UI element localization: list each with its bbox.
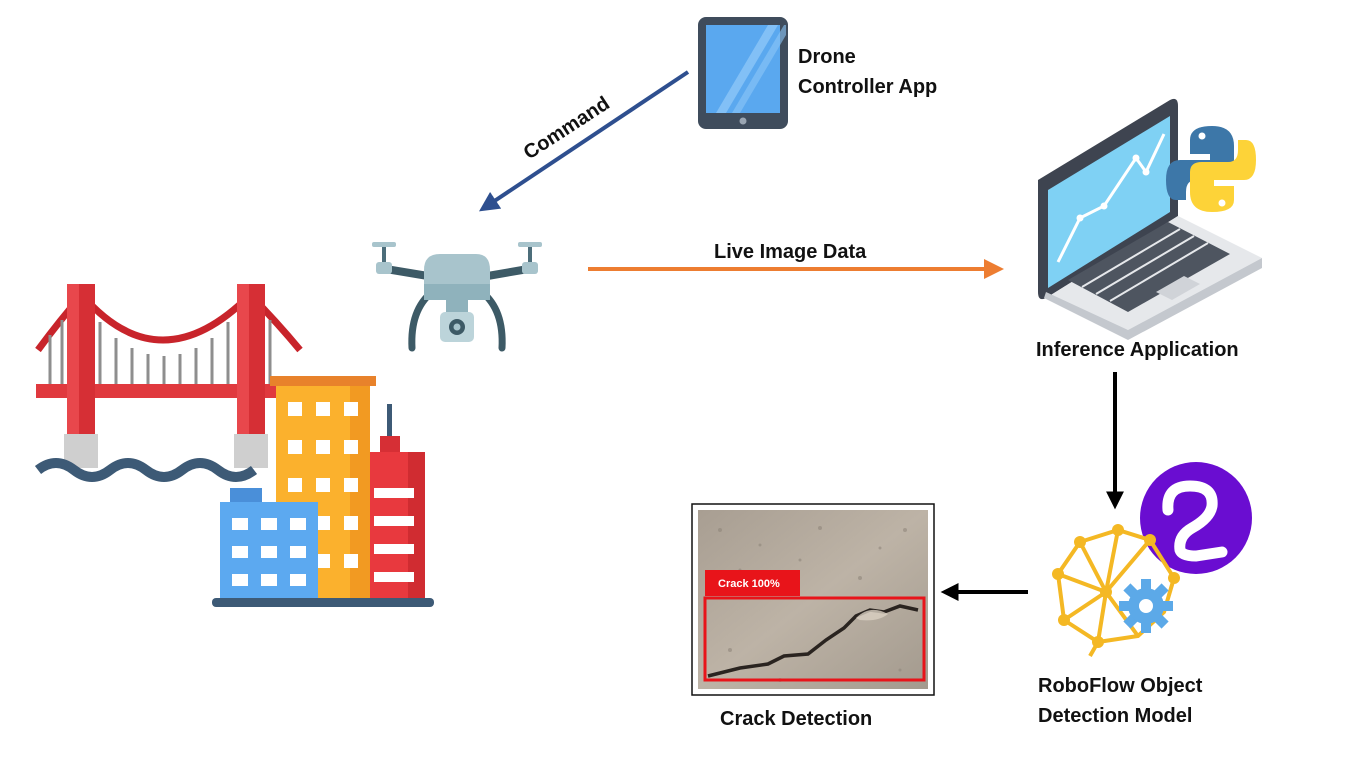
laptop-icon <box>1038 98 1262 340</box>
detection-bounding-box <box>703 596 926 682</box>
drone-app-label-line1: Drone <box>798 46 856 68</box>
command-arrow <box>479 70 690 212</box>
neural-brain-icon <box>1052 524 1180 657</box>
gear-icon <box>1119 579 1173 633</box>
drone-app-label-line2: Controller App <box>798 76 937 98</box>
detection-label-text: Crack 100% <box>718 578 780 590</box>
roboflow-logo-icon <box>1140 462 1252 574</box>
tablet-icon <box>698 17 788 129</box>
live-image-data-label: Live Image Data <box>714 241 867 263</box>
roboflow-label-line2: Detection Model <box>1038 705 1192 727</box>
crack-line <box>707 604 919 678</box>
python-logo-icon <box>1166 126 1256 212</box>
bridge-and-buildings-icon <box>34 284 434 607</box>
detection-label-bg <box>705 570 800 596</box>
crack-detection-image: Crack 100% <box>691 503 935 696</box>
inference-application-label: Inference Application <box>1036 339 1239 361</box>
crack-detection-label: Crack Detection <box>720 708 872 730</box>
drone-icon <box>372 242 542 352</box>
roboflow-label-line1: RoboFlow Object <box>1038 675 1203 697</box>
